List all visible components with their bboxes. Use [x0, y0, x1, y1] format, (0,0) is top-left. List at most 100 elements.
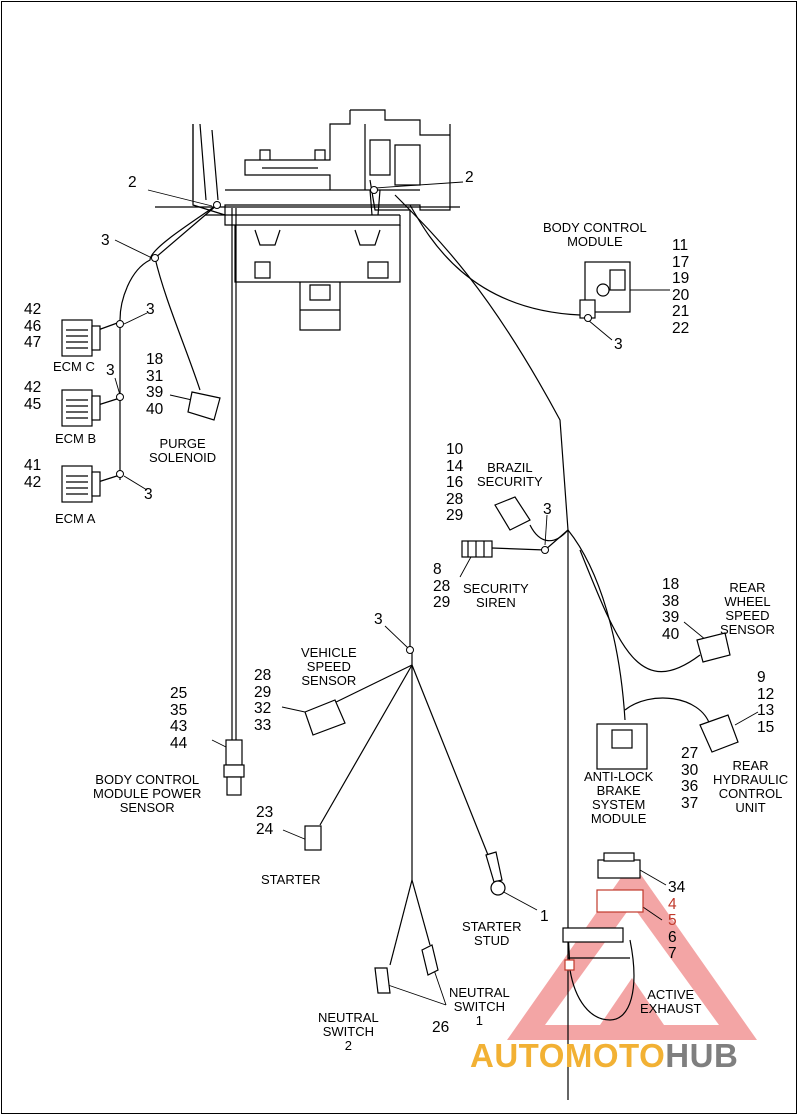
siren-num: 29 — [433, 594, 451, 611]
label-ecm-a: ECM A — [55, 511, 96, 526]
brazil-num: 28 — [446, 490, 464, 508]
brazil-num: 14 — [446, 457, 464, 475]
bcm-power-sensor-connector — [223, 739, 245, 796]
starter-stud-ring — [485, 851, 506, 896]
active-exhaust-num: 5 — [668, 912, 677, 929]
watermark-part1: AUTOMOTO — [470, 1037, 666, 1074]
label-rear-wheel: REAR WHEEL SPEED SENSOR — [720, 580, 775, 637]
brazil-num: 29 — [446, 507, 464, 524]
brazil-security-connector — [494, 496, 531, 531]
rhcu-numbers: 9 12 13 15 — [757, 669, 775, 736]
rear-wheel-numbers: 18 38 39 40 — [662, 576, 680, 643]
bcm-power-num: 25 — [170, 685, 188, 702]
starter-connector — [304, 825, 322, 851]
label-siren: SECURITY SIREN — [463, 581, 529, 610]
callout-3-ecma: 3 — [144, 486, 153, 503]
label-bcm-power: BODY CONTROL MODULE POWER SENSOR — [93, 772, 202, 815]
purge-num: 18 — [146, 351, 164, 368]
purge-num: 31 — [146, 367, 164, 385]
siren-num: 8 — [433, 561, 442, 578]
ecm-b-num: 45 — [24, 395, 42, 413]
label-ecm-b: ECM B — [55, 431, 97, 446]
starter-num: 23 — [256, 804, 274, 821]
label-rhcu: REAR HYDRAULIC CONTROL UNIT — [713, 758, 789, 815]
ground-clips — [116, 186, 592, 654]
siren-num: 28 — [433, 577, 451, 595]
abs-num: 36 — [681, 778, 699, 795]
callout-3-ecmb: 3 — [106, 362, 115, 379]
bcm-num: 21 — [672, 303, 690, 320]
harness-lines — [97, 179, 711, 1100]
ecm-b-numbers: 42 45 — [24, 379, 42, 413]
bcm-power-num: 43 — [170, 718, 188, 735]
bcm-num: 11 — [672, 237, 689, 254]
rhcu-num: 9 — [757, 669, 766, 686]
ecm-a-num: 41 — [24, 457, 42, 474]
abs-num: 37 — [681, 794, 699, 812]
ecm-a-numbers: 41 42 — [24, 457, 42, 491]
siren-numbers: 8 28 29 — [433, 561, 451, 612]
bcm-numbers: 11 17 19 20 21 22 — [672, 237, 690, 337]
label-neutral-2: NEUTRAL SWITCH 2 — [318, 1010, 379, 1053]
ecm-c-numbers: 42 46 47 — [24, 301, 42, 352]
rear-wheel-num: 38 — [662, 592, 680, 610]
rhcu-num: 15 — [757, 718, 775, 736]
vss-num: 28 — [254, 667, 272, 684]
starter-num: 24 — [256, 820, 274, 838]
ecm-b-connector — [61, 389, 101, 427]
active-exhaust-num: 7 — [668, 945, 677, 962]
rear-wheel-speed-connector — [696, 632, 731, 663]
bcm-power-numbers: 25 35 43 44 — [170, 685, 188, 752]
label-bcm: BODY CONTROL MODULE — [543, 220, 647, 249]
label-vss: VEHICLE SPEED SENSOR — [301, 645, 357, 688]
label-ecm-c: ECM C — [53, 359, 95, 374]
abs-num: 30 — [681, 761, 699, 779]
label-brazil: BRAZIL SECURITY — [477, 460, 543, 489]
callout-3-ecmc: 3 — [146, 301, 155, 318]
starter-numbers: 23 24 — [256, 804, 274, 838]
vss-num: 33 — [254, 716, 272, 734]
label-starter: STARTER — [261, 872, 321, 887]
rear-wheel-num: 18 — [662, 576, 680, 593]
purge-num: 39 — [146, 384, 164, 401]
label-neutral-1: NEUTRAL SWITCH 1 — [449, 985, 510, 1028]
label-starter-stud: STARTER STUD — [462, 919, 522, 948]
bcm-num: 22 — [672, 319, 690, 337]
label-abs: ANTI-LOCK BRAKE SYSTEM MODULE — [584, 769, 654, 826]
bcm-module — [579, 261, 631, 319]
callout-1-stud: 1 — [540, 908, 549, 925]
ecm-b-num: 42 — [24, 379, 42, 396]
active-exhaust-numbers: 34 4 5 6 7 — [668, 879, 686, 963]
abs-num: 27 — [681, 745, 699, 762]
ecm-c-num: 42 — [24, 301, 42, 318]
purge-solenoid-connector — [187, 391, 221, 421]
ecm-a-num: 42 — [24, 473, 42, 491]
abs-numbers: 27 30 36 37 — [681, 745, 699, 812]
active-exhaust-num: 6 — [668, 928, 677, 946]
vss-numbers: 28 29 32 33 — [254, 667, 272, 734]
brazil-num: 16 — [446, 474, 464, 491]
leader-lines — [114, 181, 759, 1006]
callout-2-left: 2 — [128, 174, 137, 191]
bcm-power-num: 35 — [170, 701, 188, 719]
rhcu-connector — [699, 714, 739, 753]
bcm-num: 20 — [672, 286, 690, 304]
rhcu-num: 13 — [757, 702, 775, 719]
security-siren-connector — [461, 540, 493, 558]
chassis-frame — [155, 109, 460, 331]
callout-3-vss: 3 — [374, 611, 383, 628]
rhcu-num: 12 — [757, 685, 775, 703]
callout-2-right: 2 — [465, 169, 474, 186]
callout-3-bcm: 3 — [614, 336, 623, 353]
label-active-exhaust: ACTIVE EXHAUST — [640, 987, 702, 1016]
bcm-num: 19 — [672, 270, 690, 287]
abs-module — [596, 723, 648, 770]
active-exhaust-num: 34 — [668, 879, 686, 896]
active-exhaust-module — [562, 852, 644, 971]
brazil-num: 10 — [446, 441, 464, 458]
vss-num: 32 — [254, 700, 272, 717]
callout-3-top: 3 — [101, 232, 110, 249]
neutral-switch-1-connector — [421, 944, 439, 976]
